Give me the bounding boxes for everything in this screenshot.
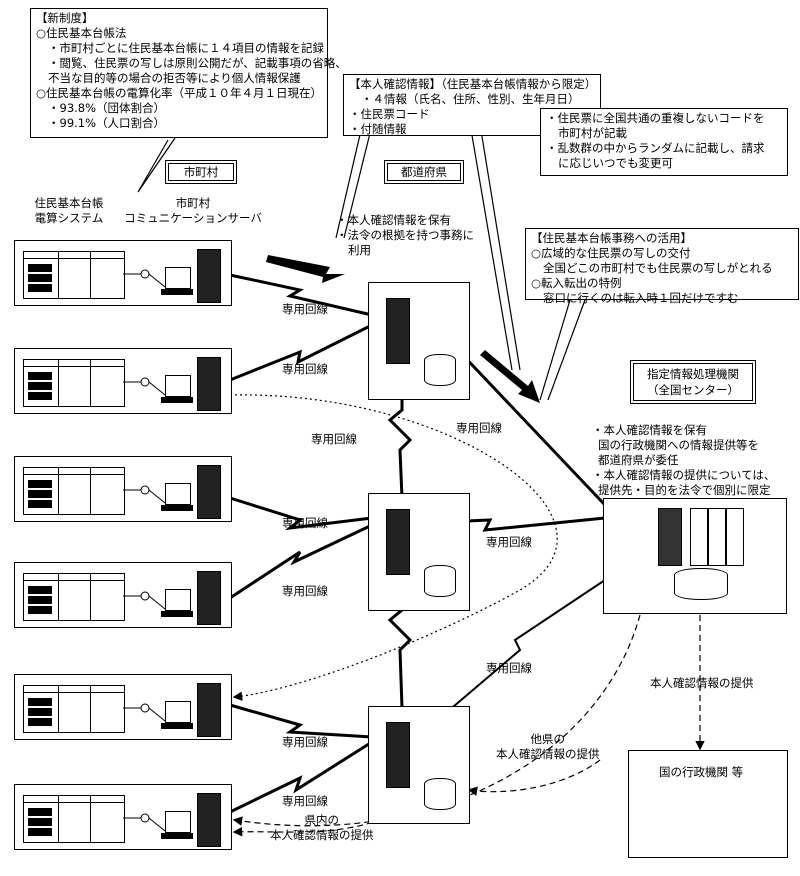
prefecture-server-icon [386, 298, 410, 364]
identity-info-line: ・住民票コード [349, 107, 430, 121]
municipality-box [14, 456, 232, 522]
database-icon [424, 565, 456, 597]
new-system-line: ○住民基本台帳の電算化率（平成１０年４月１日現在） [36, 86, 323, 100]
new-system-line: ・93.8%（団体割合） [48, 101, 166, 115]
dedicated-line-label: 専用回線 [311, 432, 357, 446]
database-icon [674, 568, 728, 600]
resident-code-line: ・乱数群の中からランダムに記載し、請求 [546, 141, 765, 155]
center-cabinet-icon [708, 508, 726, 566]
server-icon [197, 249, 221, 303]
resident-ledger-screen [23, 573, 125, 621]
usage-line: ○転入転出の特例 [531, 276, 622, 290]
center-tag: 指定情報処理機関 （全国センター） [630, 360, 756, 404]
usage-line: 窓口に行くのは転入時１回だけですむ [543, 291, 739, 305]
usage-heading: 【住民基本台帳事務への活用】 [531, 231, 692, 245]
center-server-icon [658, 508, 682, 566]
center-note: ・本人確認情報を保有 国の行政機関への情報提供等を 都道府県が委任 ・本人確認情… [592, 423, 776, 497]
comm-server-label: 市町村コミュニケーションサーバ [124, 196, 262, 225]
resident-ledger-screen [23, 795, 125, 843]
prefecture-note: ・本人確認情報を保有 ・法令の根拠を持つ事務に 利用 [336, 213, 474, 257]
resident-code-callout: ・住民票に全国共通の重複しないコードを 市町村が記載 ・乱数群の中からランダムに… [540, 108, 788, 176]
prefecture-tag: 都道府県 [384, 160, 464, 184]
database-icon [424, 778, 456, 810]
dedicated-line-label: 専用回線 [282, 794, 328, 808]
municipality-box [14, 674, 232, 740]
municipality-box [14, 784, 232, 850]
resident-system-label: 住民基本台帳電算システム [34, 196, 104, 225]
server-icon [197, 793, 221, 847]
resident-ledger-screen [23, 685, 125, 733]
prefecture-server-icon [386, 722, 410, 788]
new-system-line: ・市町村ごとに住民基本台帳に１４項目の情報を記録 [48, 41, 324, 55]
identity-info-line: ・付随情報 [349, 122, 407, 136]
dedicated-line-label: 専用回線 [282, 362, 328, 376]
provide-identity-label: 本人確認情報の提供 [650, 676, 754, 690]
server-icon [197, 357, 221, 411]
server-icon [197, 465, 221, 519]
computer-icon [165, 589, 191, 611]
server-icon [197, 683, 221, 737]
municipality-tag: 市町村 [165, 160, 237, 184]
municipality-box [14, 348, 232, 414]
resident-ledger-screen [23, 467, 125, 515]
dedicated-line-label: 専用回線 [486, 661, 532, 675]
new-system-line: ○住民基本台帳法 [36, 26, 127, 40]
gov-agency-label: 国の行政機関 等 [659, 765, 744, 779]
new-system-callout: 【新制度】 ○住民基本台帳法 ・市町村ごとに住民基本台帳に１４項目の情報を記録 … [30, 8, 347, 138]
dedicated-line-label: 専用回線 [282, 735, 328, 749]
computer-icon [165, 267, 191, 289]
new-system-line: ・閲覧、住民票の写しは原則公開だが、記載事項の省略、 [48, 56, 347, 70]
dedicated-line-label: 専用回線 [282, 516, 328, 530]
new-system-line: ・99.1%（人口割合） [48, 116, 166, 130]
resident-code-line: ・住民票に全国共通の重複しないコードを [546, 111, 765, 125]
dedicated-line-label: 専用回線 [486, 535, 532, 549]
municipality-box [14, 240, 232, 306]
usage-line: ○広域的な住民票の写しの交付 [531, 246, 691, 260]
municipality-box [14, 562, 232, 628]
new-system-line: 不当な目的等の場合の拒否等により個人情報保護 [48, 71, 301, 85]
new-system-heading: 【新制度】 [36, 11, 94, 25]
computer-icon [165, 811, 191, 833]
center-cabinet-icon [690, 508, 708, 566]
dedicated-line-label: 専用回線 [282, 584, 328, 598]
other-pref-label: 他県の 本人確認情報の提供 [496, 732, 600, 761]
arrow-to-center [480, 350, 540, 403]
usage-callout: 【住民基本台帳事務への活用】 ○広域的な住民票の写しの交付 全国どこの市町村でも… [525, 228, 799, 305]
in-pref-label: 県内の 本人確認情報の提供 [270, 813, 374, 842]
callout-pointer-new-system [137, 137, 176, 193]
resident-code-line: 市町村が記載 [558, 126, 627, 140]
database-icon [424, 354, 456, 386]
server-icon [197, 571, 221, 625]
resident-code-line: に応じいつでも変更可 [558, 156, 673, 170]
computer-icon [165, 483, 191, 505]
gov-agency-box: 国の行政機関 等 [628, 750, 788, 858]
identity-info-line: ・４情報（氏名、住所、性別、生年月日） [361, 92, 580, 106]
prefecture-server-icon [386, 509, 410, 575]
dedicated-line-label: 専用回線 [456, 421, 502, 435]
resident-ledger-screen [23, 359, 125, 407]
arrow-to-prefecture [266, 255, 345, 283]
dedicated-line-label: 専用回線 [282, 302, 328, 316]
usage-line: 全国どこの市町村でも住民票の写しがとれる [543, 261, 773, 275]
center-cabinet-icon [726, 508, 744, 566]
computer-icon [165, 701, 191, 723]
computer-icon [165, 375, 191, 397]
identity-info-heading: 【本人確認情報】（住民基本台帳情報から限定） [349, 77, 597, 91]
resident-ledger-screen [23, 251, 125, 299]
